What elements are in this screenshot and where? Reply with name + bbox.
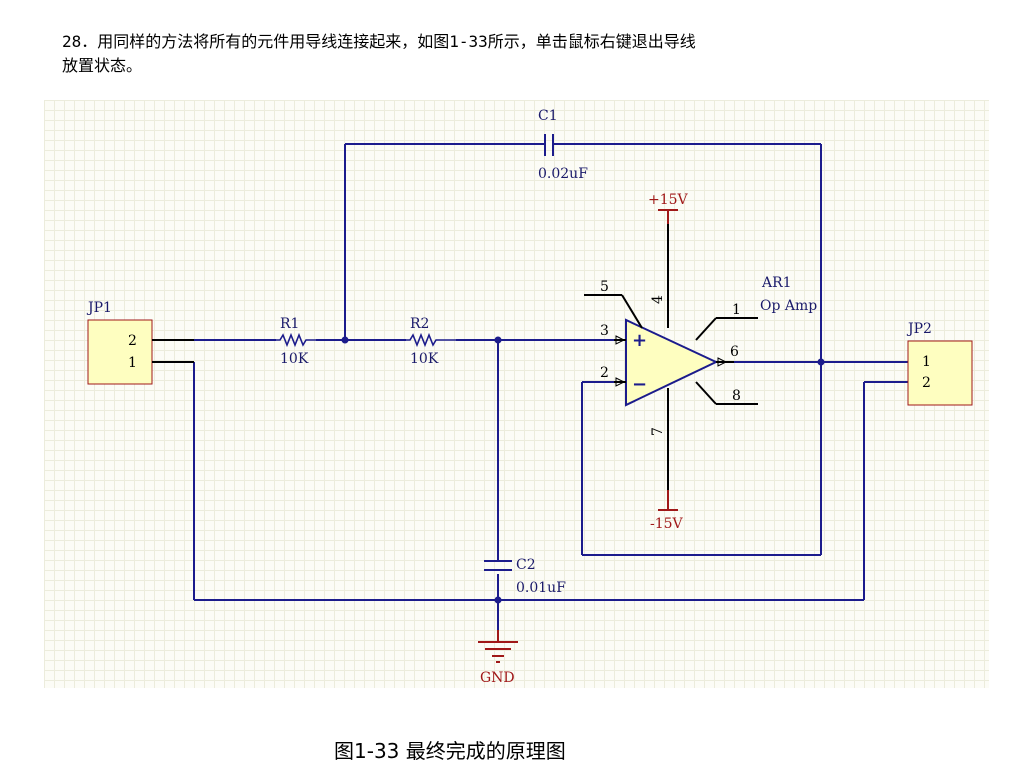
capacitor-c1: C1 0.02uF bbox=[538, 108, 588, 182]
gnd-label: GND bbox=[480, 670, 515, 686]
r2-designator: R2 bbox=[410, 316, 429, 332]
capacitor-c2: C2 0.01uF bbox=[484, 557, 566, 596]
c1-designator: C1 bbox=[538, 108, 558, 124]
r2-value: 10K bbox=[410, 351, 439, 367]
vneg-label: -15V bbox=[650, 516, 684, 532]
opamp-minus-sign: − bbox=[632, 374, 647, 395]
junction-r1 bbox=[341, 336, 349, 344]
schematic-diagram: C1 0.02uF R1 10K R2 10K C2 0.01uF bbox=[44, 100, 989, 688]
instruction-line-1: 28．用同样的方法将所有的元件用导线连接起来，如图1-33所示，单击鼠标右键退出… bbox=[62, 32, 696, 51]
power-port-positive: +15V bbox=[648, 192, 689, 224]
opamp-ar1: + − 5 3 2 6 1 8 4 7 AR1 Op Amp bbox=[584, 210, 817, 500]
instruction-text: 28．用同样的方法将所有的元件用导线连接起来，如图1-33所示，单击鼠标右键退出… bbox=[62, 30, 962, 78]
opamp-plus-sign: + bbox=[632, 330, 647, 351]
opamp-pin-2: 2 bbox=[600, 365, 609, 381]
resistor-r2: R2 10K bbox=[406, 316, 456, 367]
jp1-pin-bottom: 1 bbox=[128, 355, 137, 371]
junction-output bbox=[817, 358, 825, 366]
opamp-pin-7: 7 bbox=[650, 427, 666, 436]
connector-jp1: JP1 2 1 bbox=[86, 300, 194, 385]
jp1-pin-top: 2 bbox=[128, 333, 137, 349]
instruction-line-2: 放置状态。 bbox=[62, 56, 143, 75]
opamp-body bbox=[625, 318, 719, 407]
c2-value: 0.01uF bbox=[516, 580, 566, 596]
wires bbox=[193, 143, 908, 630]
ground-symbol: GND bbox=[478, 630, 518, 686]
junctions bbox=[341, 336, 825, 604]
c2-designator: C2 bbox=[516, 557, 536, 573]
ar1-designator: AR1 bbox=[761, 275, 792, 291]
opamp-pin-8: 8 bbox=[732, 388, 741, 404]
jp1-designator: JP1 bbox=[86, 300, 112, 316]
c1-value: 0.02uF bbox=[538, 166, 588, 182]
opamp-pin-3: 3 bbox=[600, 323, 609, 339]
jp2-pin-top: 1 bbox=[922, 354, 931, 370]
r1-designator: R1 bbox=[280, 316, 299, 332]
opamp-pin-6: 6 bbox=[730, 344, 739, 360]
figure-caption: 图1-33 最终完成的原理图 bbox=[334, 739, 566, 763]
vpos-label: +15V bbox=[648, 192, 689, 208]
junction-r2 bbox=[494, 336, 502, 344]
r1-value: 10K bbox=[280, 351, 309, 367]
opamp-pin-1: 1 bbox=[732, 302, 741, 318]
junction-gnd bbox=[494, 596, 502, 604]
resistor-r1: R1 10K bbox=[276, 316, 316, 367]
ar1-value: Op Amp bbox=[760, 298, 817, 314]
opamp-pin-5: 5 bbox=[600, 279, 609, 295]
jp2-designator: JP2 bbox=[906, 321, 932, 337]
opamp-pin-4: 4 bbox=[650, 295, 666, 304]
connector-jp2: JP2 1 2 bbox=[906, 321, 973, 406]
schematic-canvas: C1 0.02uF R1 10K R2 10K C2 0.01uF bbox=[86, 108, 973, 686]
power-port-negative: -15V bbox=[650, 490, 684, 532]
jp2-pin-bottom: 2 bbox=[922, 375, 931, 391]
